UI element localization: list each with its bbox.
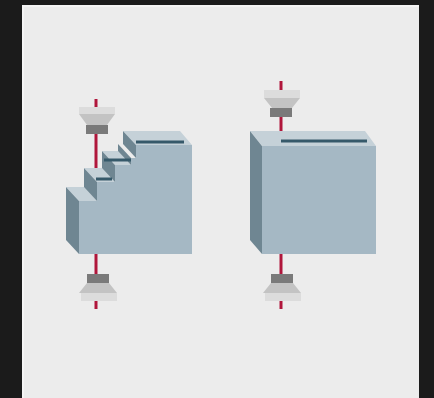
top-sensor-left [79,107,115,134]
stepped-block-panel [66,99,192,309]
stepped-block [66,131,192,254]
bottom-sensor-left [79,274,117,301]
flat-block [250,131,376,254]
bottom-sensor-right [263,274,301,301]
flat-block-panel [250,81,376,309]
top-sensor-right [264,90,300,117]
